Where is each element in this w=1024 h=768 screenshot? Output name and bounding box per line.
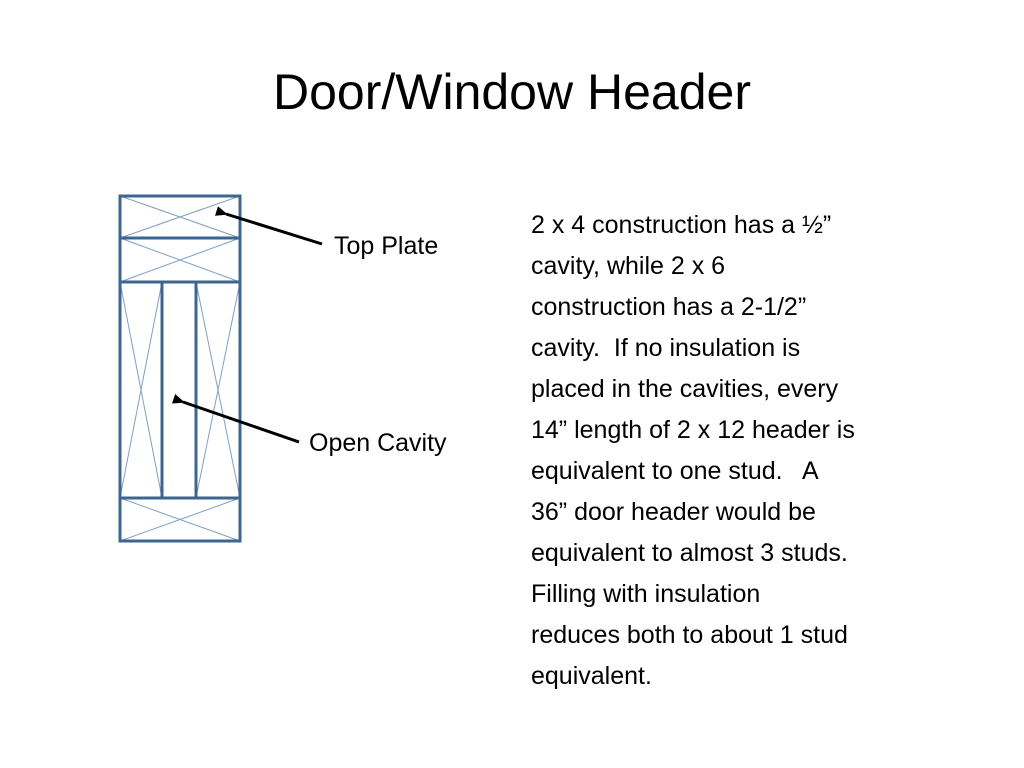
top-plate-upper <box>119 195 241 239</box>
slide-title: Door/Window Header <box>273 64 751 120</box>
body-line: construction has a 2-1/2” <box>531 293 807 321</box>
body-line: cavity, while 2 x 6 <box>531 252 726 280</box>
open-cavity-arrow <box>171 394 300 444</box>
body-line: reduces both to about 1 stud <box>531 621 848 649</box>
bottom-plate <box>119 497 241 542</box>
top-plate-label: Top Plate <box>334 232 439 260</box>
header-board-left <box>119 281 163 499</box>
body-line: equivalent. <box>531 662 652 690</box>
body-line: 14” length of 2 x 12 header is <box>531 416 855 444</box>
frame-outline <box>118 194 242 543</box>
body-line: equivalent to almost 3 studs. <box>531 539 848 567</box>
body-line: 2 x 4 construction has a ½” <box>531 211 832 239</box>
body-line: Filling with insulation <box>531 580 761 608</box>
open-cavity-label: Open Cavity <box>309 429 447 457</box>
body-line: equivalent to one stud. A <box>531 457 819 485</box>
header-board-right <box>195 281 241 499</box>
body-text: 2 x 4 construction has a ½” cavity, whil… <box>531 205 946 697</box>
body-line: cavity. If no insulation is <box>531 334 801 362</box>
top-plate-lower <box>119 237 241 283</box>
top-plate-arrow <box>214 206 323 246</box>
body-line: 36” door header would be <box>531 498 816 526</box>
body-line: placed in the cavities, every <box>531 375 839 403</box>
